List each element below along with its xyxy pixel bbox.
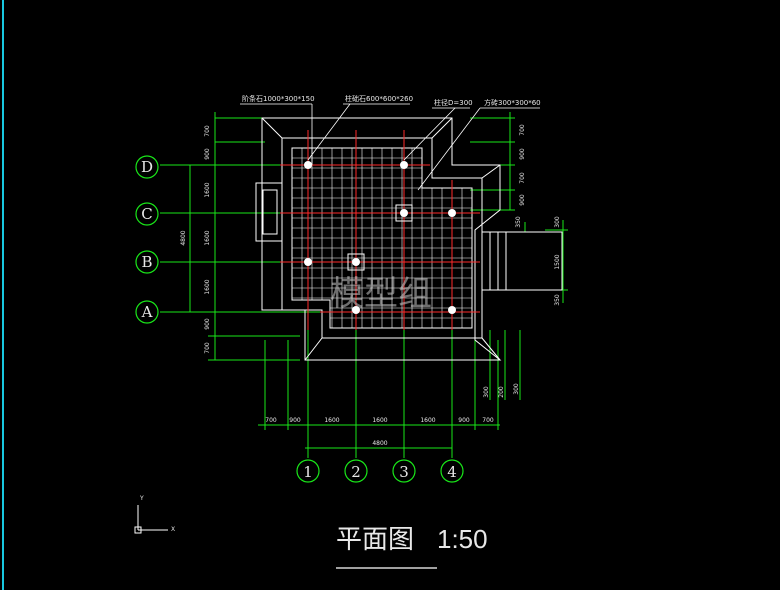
column-marker (304, 258, 312, 266)
bottom-dimensions: 700 900 1600 1600 1600 900 700 4800 (265, 417, 494, 447)
svg-text:300: 300 (513, 383, 520, 395)
columns (304, 161, 456, 314)
ucs-x-label: X (171, 526, 175, 533)
axis-bubble-label: D (141, 158, 153, 176)
axis-bubble-label: 1 (303, 463, 313, 481)
svg-text:300: 300 (483, 386, 490, 398)
callout-leaders (240, 103, 540, 191)
drawing-scale: 1:50 (437, 524, 488, 554)
column-marker (304, 161, 312, 169)
column-marker (448, 209, 456, 217)
axis-bubble-label: A (141, 303, 153, 321)
svg-text:1600: 1600 (420, 417, 435, 424)
ucs-icon (134, 505, 168, 534)
svg-text:900: 900 (519, 148, 526, 160)
watermark: 模型组 (330, 274, 432, 314)
right-dimensions: 700 900 700 900 (519, 124, 526, 206)
svg-text:1600: 1600 (372, 417, 387, 424)
column-marker (352, 258, 360, 266)
svg-text:300: 300 (554, 216, 561, 228)
small-dimensions: 300 200 300 (483, 383, 520, 398)
entry-dimensions: 300 350 1500 350 (515, 216, 561, 306)
svg-text:700: 700 (265, 417, 277, 424)
callout-step-stone: 阶条石1000*300*150 (242, 94, 315, 103)
column-marker (400, 209, 408, 217)
svg-text:4800: 4800 (180, 230, 187, 245)
svg-text:700: 700 (519, 124, 526, 136)
svg-text:1600: 1600 (324, 417, 339, 424)
callout-column-base: 柱础石600*600*260 (345, 94, 413, 103)
axis-bubble-label: B (141, 253, 152, 271)
axis-bubble-label: C (141, 205, 152, 223)
svg-text:700: 700 (482, 417, 494, 424)
svg-text:700: 700 (204, 342, 211, 354)
callout-tile: 方砖300*300*60 (484, 98, 541, 107)
ucs-y-label: Y (139, 495, 144, 502)
svg-text:900: 900 (204, 148, 211, 160)
svg-text:1600: 1600 (204, 182, 211, 197)
svg-text:700: 700 (204, 125, 211, 137)
svg-text:1600: 1600 (204, 230, 211, 245)
svg-text:900: 900 (289, 417, 301, 424)
column-marker (400, 161, 408, 169)
svg-text:900: 900 (204, 318, 211, 330)
svg-text:200: 200 (498, 386, 505, 398)
col-axis-bubbles: 1 2 3 4 (296, 459, 464, 483)
callout-column: 柱径D=300 (434, 98, 473, 107)
row-axis-bubbles: D C B A (135, 155, 159, 324)
svg-text:350: 350 (515, 216, 522, 228)
column-marker (352, 306, 360, 314)
axis-bubble-label: 2 (351, 463, 361, 481)
svg-text:1500: 1500 (554, 254, 561, 269)
svg-text:700: 700 (519, 172, 526, 184)
svg-text:900: 900 (458, 417, 470, 424)
svg-text:350: 350 (554, 294, 561, 306)
svg-text:900: 900 (519, 194, 526, 206)
axis-bubble-label: 3 (399, 463, 409, 481)
column-marker (448, 306, 456, 314)
bottom-total-dimension: 4800 (372, 440, 387, 447)
svg-text:1600: 1600 (204, 279, 211, 294)
drawing-title: 平面图 (336, 525, 414, 555)
left-dimensions: 700 900 1600 1600 1600 900 700 4800 (180, 125, 211, 354)
axis-bubble-label: 4 (447, 463, 457, 481)
